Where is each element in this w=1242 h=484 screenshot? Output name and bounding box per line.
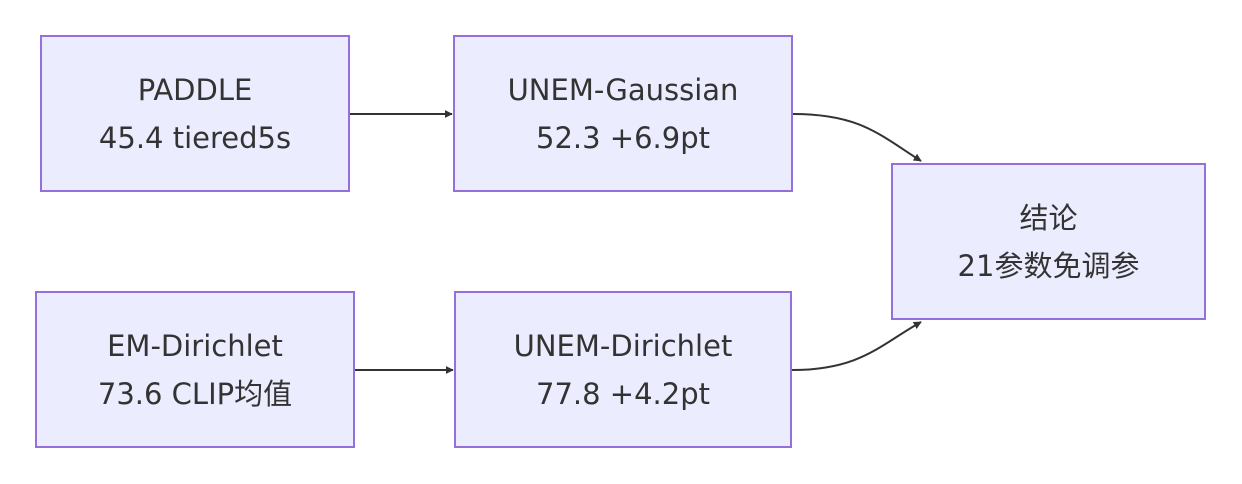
node-em-dirichlet-title: EM-Dirichlet	[107, 328, 283, 363]
node-unem-gaussian: UNEM-Gaussian 52.3 +6.9pt	[453, 35, 793, 192]
node-conclusion: 结论 21参数免调参	[891, 163, 1206, 320]
node-paddle: PADDLE 45.4 tiered5s	[40, 35, 350, 192]
node-em-dirichlet-value: 73.6 CLIP均值	[97, 376, 293, 411]
node-unem-dirichlet-value: 77.8 +4.2pt	[536, 376, 710, 411]
node-unem-gaussian-value: 52.3 +6.9pt	[536, 120, 710, 155]
node-unem-gaussian-title: UNEM-Gaussian	[507, 72, 739, 107]
edge-unem-gaussian-to-conclusion	[792, 113, 922, 162]
node-conclusion-title: 结论	[1019, 200, 1078, 235]
edge-unem-dirichlet-to-conclusion	[791, 321, 922, 371]
node-paddle-title: PADDLE	[137, 72, 253, 107]
node-unem-dirichlet-title: UNEM-Dirichlet	[513, 328, 733, 363]
node-conclusion-value: 21参数免调参	[957, 248, 1140, 283]
node-unem-dirichlet: UNEM-Dirichlet 77.8 +4.2pt	[454, 291, 792, 448]
node-em-dirichlet: EM-Dirichlet 73.6 CLIP均值	[35, 291, 355, 448]
node-paddle-value: 45.4 tiered5s	[98, 120, 292, 155]
